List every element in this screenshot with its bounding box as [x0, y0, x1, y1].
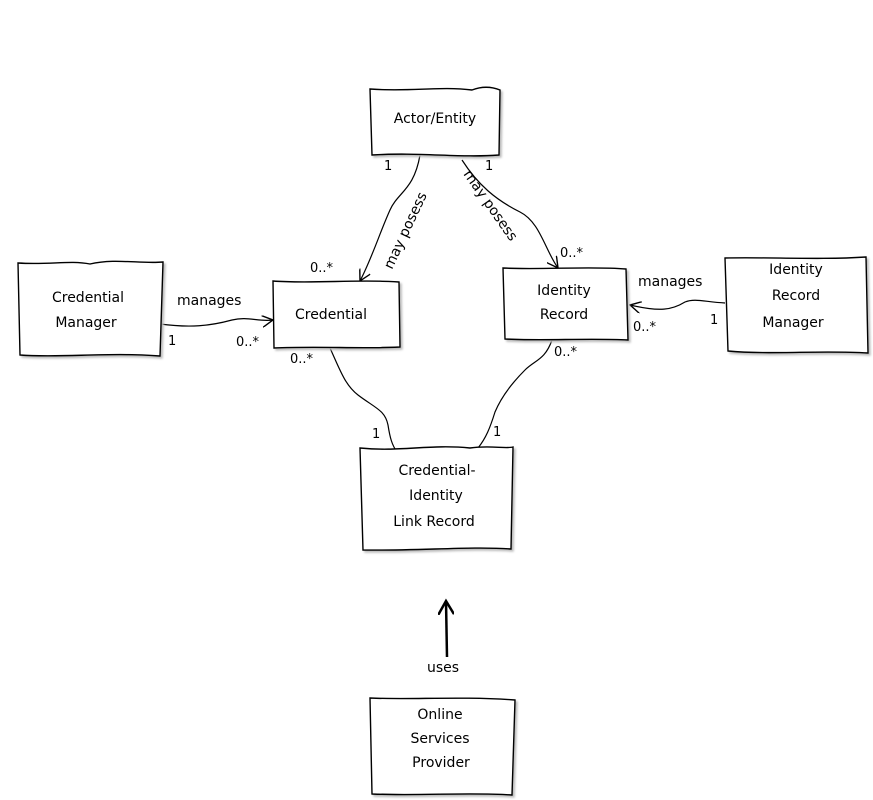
node-label: Identity [409, 488, 463, 504]
node-online-services-provider[interactable]: Online Services Provider [369, 697, 516, 796]
multiplicity: 1 [485, 159, 493, 174]
node-label: Record [540, 307, 588, 323]
edge-label: may posess [460, 167, 521, 244]
node-label: Actor/Entity [394, 111, 476, 127]
edge-label: may posess [381, 190, 431, 272]
edge-identity-link[interactable]: 0..* 1 [477, 339, 578, 449]
node-label: Credential- [398, 463, 475, 479]
edge-label: manages [638, 274, 702, 290]
multiplicity: 1 [372, 427, 380, 442]
edge-irm-identity[interactable]: manages 1 0..* [630, 274, 726, 335]
node-label: Record [772, 288, 820, 304]
node-label: Provider [412, 755, 470, 771]
node-label: Identity [769, 262, 823, 278]
multiplicity: 1 [384, 159, 392, 174]
multiplicity: 1 [168, 334, 176, 349]
node-identity-record-manager[interactable]: Identity Record Manager [724, 256, 869, 354]
edge-actor-credential[interactable]: may posess 1 0..* [310, 154, 431, 281]
node-label: Manager [55, 315, 117, 331]
node-label: Online [417, 707, 462, 723]
multiplicity: 1 [710, 313, 718, 328]
multiplicity: 0..* [554, 345, 578, 360]
edge-cm-credential[interactable]: manages 1 0..* [159, 293, 273, 350]
multiplicity: 0..* [560, 246, 584, 261]
multiplicity: 0..* [633, 320, 657, 335]
edge-actor-identity[interactable]: may posess 1 0..* [460, 159, 584, 268]
multiplicity: 0..* [236, 335, 260, 350]
node-credential-manager[interactable]: Credential Manager [17, 260, 164, 357]
node-credential[interactable]: Credential [272, 280, 401, 349]
multiplicity: 0..* [290, 352, 314, 367]
edge-credential-link[interactable]: 0..* 1 [290, 347, 398, 453]
node-label: Credential [295, 307, 367, 323]
node-actor-entity[interactable]: Actor/Entity [369, 86, 501, 157]
node-label: Link Record [393, 514, 475, 530]
node-identity-record[interactable]: Identity Record [502, 267, 629, 341]
node-label: Identity [537, 283, 591, 299]
multiplicity: 0..* [310, 261, 334, 276]
node-label: Services [410, 731, 469, 747]
edge-osp-uses[interactable]: uses [427, 601, 459, 676]
edge-label: manages [177, 293, 241, 309]
edge-label: uses [427, 660, 459, 676]
node-credential-identity-link-record[interactable]: Credential- Identity Link Record [359, 446, 514, 551]
node-label: Manager [762, 315, 824, 331]
node-label: Credential [52, 290, 124, 306]
multiplicity: 1 [493, 425, 501, 440]
